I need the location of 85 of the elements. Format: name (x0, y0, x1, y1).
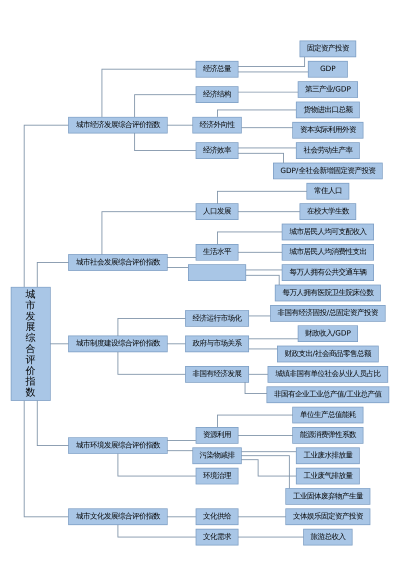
node-box: 城市发展综合评价指数 (10, 286, 51, 401)
connector (248, 374, 268, 375)
connector (238, 152, 284, 164)
node-box: 生活水平 (196, 244, 238, 261)
node-box: 城镇非国有单位社会从业人员占比 (268, 366, 388, 383)
node-box: 资本实际利用外资 (292, 122, 364, 139)
connector (167, 256, 196, 258)
node-box: 文体娱乐固定资产投资 (285, 508, 370, 526)
node-box: 单位生产总值能耗 (292, 406, 364, 424)
node-box: 文化供给 (196, 508, 238, 526)
connector (167, 124, 193, 126)
connector (24, 400, 69, 518)
connector (238, 516, 286, 518)
node-box: 第三产业/GDP (298, 81, 358, 98)
node-box: 环境治理 (196, 468, 238, 484)
connector (244, 382, 268, 394)
connector (248, 315, 271, 316)
connector (238, 211, 300, 212)
node-box: 污染物减排 (192, 447, 242, 464)
node-box: 城市居民人均可支配收入 (282, 224, 374, 240)
connector (217, 110, 297, 118)
node-box: 财政收入/GDP (298, 325, 358, 342)
node-box: 非国有企业工业总产值/工业总产值 (266, 386, 390, 404)
connector (241, 451, 297, 452)
connector (238, 71, 309, 72)
node-box: 城市制度建设综合评价指数 (68, 336, 168, 352)
connector (102, 68, 196, 118)
connector (117, 351, 186, 375)
connector (36, 400, 69, 446)
node-box: 资源利用 (196, 427, 238, 444)
node-box: GDP (308, 60, 348, 78)
connector (102, 211, 196, 255)
connector (167, 267, 189, 268)
connector (238, 92, 298, 93)
connector (241, 455, 290, 489)
connector (238, 252, 282, 253)
connector (238, 434, 293, 436)
node-box (188, 264, 246, 282)
connector (238, 56, 306, 67)
node-box: 经济总量 (196, 60, 238, 78)
node-box: 非国有经济固投/总固定资产投资 (270, 304, 386, 322)
node-box: 经济效率 (196, 142, 238, 159)
connector (248, 348, 278, 350)
node-box: 城市社会发展综合评价指数 (68, 254, 168, 271)
node-box: 文化需求 (196, 528, 238, 546)
node-box: 每万人拥有公共交通车辆 (282, 264, 374, 282)
node-box: 政府与市场关系 (185, 336, 250, 352)
connector (134, 94, 196, 118)
node-box: GDP/全社会新增固定资产投资 (273, 162, 383, 180)
connector (246, 274, 280, 286)
node-box: 财政支出/社会商品零售总额 (277, 346, 379, 362)
connector (238, 536, 304, 538)
connector (36, 262, 69, 288)
connector (117, 318, 186, 336)
connector (167, 450, 193, 452)
node-box: 城市环境发展综合评价指数 (68, 437, 168, 454)
node-box: 常住人口 (306, 182, 350, 200)
connector (50, 343, 69, 344)
connector (167, 343, 186, 344)
node-box: 城市文化发展综合评价指数 (68, 508, 168, 526)
node-box: 旅游总收入 (303, 528, 353, 546)
connector (117, 453, 196, 476)
node-box: 非国有经济发展 (185, 366, 250, 383)
node-box: 能源消费弹性系数 (292, 427, 364, 444)
node-box: 城市居民人均消费性支出 (282, 244, 374, 261)
node-box: 每万人拥有医院卫生院床位数 (274, 284, 381, 302)
connector (24, 124, 69, 288)
node-box: 经济外向性 (192, 116, 242, 134)
node-box: 货物进出口总额 (296, 102, 360, 118)
connector (248, 338, 298, 340)
node-box: 工业废气排放量 (296, 468, 360, 484)
node-box: 在校大学生数 (300, 203, 356, 220)
node-box: 固定资产投资 (300, 40, 356, 58)
connector (241, 459, 297, 476)
node-box: 人口发展 (196, 203, 238, 220)
node-box: 城市经济发展综合评价指数 (68, 116, 168, 134)
connector (167, 440, 196, 441)
node-box: 社会劳动生产率 (296, 142, 360, 159)
node-box: 经济结构 (196, 86, 238, 104)
connector (241, 127, 294, 128)
node-box: 工业固体废弃物产生量 (285, 488, 370, 505)
connector (167, 516, 196, 518)
node-box: 经济运行市场化 (185, 310, 250, 327)
connector (134, 132, 196, 152)
node-box: 工业废水排放量 (296, 447, 360, 464)
